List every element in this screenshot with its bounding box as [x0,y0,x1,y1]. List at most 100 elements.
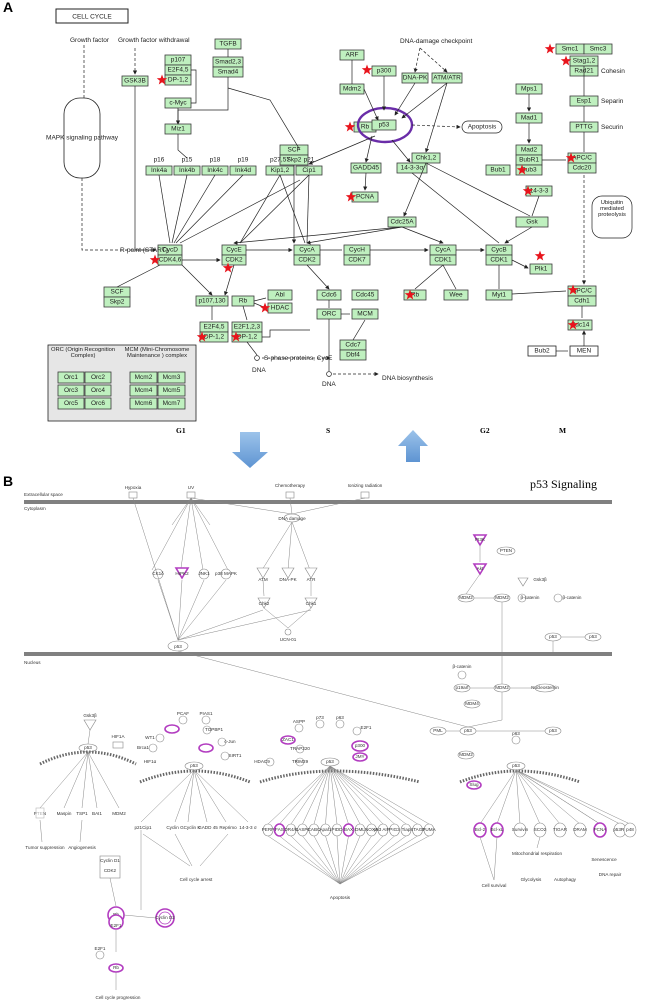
svg-text:p53: p53 [84,745,92,750]
svg-text:Maspin: Maspin [57,811,72,816]
svg-text:Ink4b: Ink4b [179,167,195,174]
top-inputs: Hypoxia UV Chemotherapy Ionizing radiati… [125,483,383,499]
svg-text:Skp2: Skp2 [287,157,302,164]
star-marker [230,331,242,342]
apoptosis-target-label: NOXA [365,827,379,832]
svg-text:TSP1: TSP1 [76,811,88,816]
survival-target-label: PCNA [594,827,608,832]
apoptosis-target [320,823,331,837]
svg-text:TGFB: TGFB [219,41,236,48]
star-marker [522,185,534,196]
gene-cdc20 [567,162,597,174]
svg-text:Ink4d: Ink4d [235,167,251,174]
svg-text:Mad1: Mad1 [521,115,538,122]
svg-text:p53: p53 [512,763,520,768]
svg-text:CycH: CycH [349,247,365,254]
svg-text:p107: p107 [171,57,186,64]
svg-text:Smad2,3: Smad2,3 [215,59,241,66]
phase-s: S [326,426,330,435]
svg-text:MDM2: MDM2 [495,685,509,690]
svg-text:p63: p63 [336,715,344,720]
star-marker [361,64,373,75]
svg-text:PTTG: PTTG [575,124,592,131]
svg-text:PIAS1: PIAS1 [199,711,212,716]
star-marker [344,121,356,132]
svg-text:Gsk: Gsk [526,219,538,226]
svg-text:Akt: Akt [477,566,484,571]
svg-text:Bub2: Bub2 [534,348,550,355]
svg-text:JMY: JMY [355,754,364,759]
svg-text:β-catenin: β-catenin [521,595,540,600]
apoptosis-target [400,823,412,837]
svg-text:p53: p53 [589,634,597,639]
apoptosis-target [285,823,297,837]
svg-text:CycA: CycA [435,247,451,254]
svg-text:Nucleostemin: Nucleostemin [531,685,559,690]
apoptosis-label: Apoptosis [468,124,497,131]
apoptosis-target-label: Apaf1 [319,827,331,832]
svg-text:p21: p21 [304,157,315,164]
gene-skp2-b [103,296,131,308]
apoptosis-target-label: p53 AIP1 [374,827,393,832]
svg-text:p107,130: p107,130 [198,298,225,305]
svg-text:Angiogenesis: Angiogenesis [68,845,96,850]
gene-p53 [371,119,397,131]
svg-text:Myt1: Myt1 [492,292,506,299]
svg-text:Tumor suppression: Tumor suppression [25,845,65,850]
svg-text:DP-1,2: DP-1,2 [204,334,225,341]
svg-text:Brca1: Brca1 [137,745,149,750]
mcm-cell-label: Mcm6 [135,400,153,407]
gene-plk1 [529,263,553,275]
svg-text:p300: p300 [355,743,366,748]
mcm-title: MCM (Mini-Chromosome Maintenance ) compl… [124,347,190,359]
svg-text:Cyclin K: Cyclin K [184,825,202,830]
svg-text:BAI1: BAI1 [92,811,102,816]
svg-text:E2F4,5: E2F4,5 [204,324,225,331]
phase-g2: G2 [480,426,490,435]
apoptosis-target [342,823,355,837]
svg-text:WT1: WT1 [145,735,155,740]
panel-a-letter: A [3,0,13,15]
growth-withdrawal-label: Growth factor withdrawal [118,37,190,44]
svg-text:PTEN: PTEN [500,548,512,553]
svg-text:MDM2: MDM2 [459,595,473,600]
svg-text:GADD45: GADD45 [353,165,379,172]
apoptosis-target-label: PIG3 [389,827,400,832]
svg-text:Smc3: Smc3 [590,46,607,53]
survival-target-label: SCO2 [534,827,547,832]
orc-cell [57,397,85,410]
svg-text:Cdh1: Cdh1 [574,298,590,305]
svg-text:DP-1,2: DP-1,2 [168,77,189,84]
svg-text:HIF1α: HIF1α [144,759,157,764]
apoptosis-target-label: PUMA [422,827,436,832]
gene-cdk7 [343,254,371,266]
svg-text:Chk1,2: Chk1,2 [416,155,437,162]
apoptosis-target-label: CABC [308,827,321,832]
svg-text:Wee: Wee [449,292,463,299]
svg-text:DNA damage: DNA damage [278,516,306,521]
orc-cell-label: Orc3 [64,387,78,394]
svg-text:Stag1,2: Stag1,2 [573,58,596,65]
svg-text:Rb: Rb [361,124,370,131]
gene-abl [267,289,293,301]
apoptosis-target-label: PIDD [332,827,344,832]
gene-mcm [351,308,379,320]
dna-label-1: DNA [252,367,266,374]
star-marker [222,262,234,273]
svg-text:Smad4: Smad4 [218,69,239,76]
svg-text:Cell cycle arrest: Cell cycle arrest [180,877,213,882]
svg-text:DNA-PK: DNA-PK [279,577,297,582]
mcm-cell [129,397,158,410]
svg-text:Cyclin D1: Cyclin D1 [100,858,120,863]
svg-text:Bub1: Bub1 [490,167,506,174]
dna-node-1 [254,355,260,361]
svg-text:E2F4,5: E2F4,5 [168,67,189,74]
svg-text:p53: p53 [326,759,334,764]
svg-text:E2F1,2,3: E2F1,2,3 [234,324,261,331]
orc-cell [84,371,112,384]
svg-text:Kip1,2: Kip1,2 [271,167,290,174]
survival-target [513,822,527,838]
